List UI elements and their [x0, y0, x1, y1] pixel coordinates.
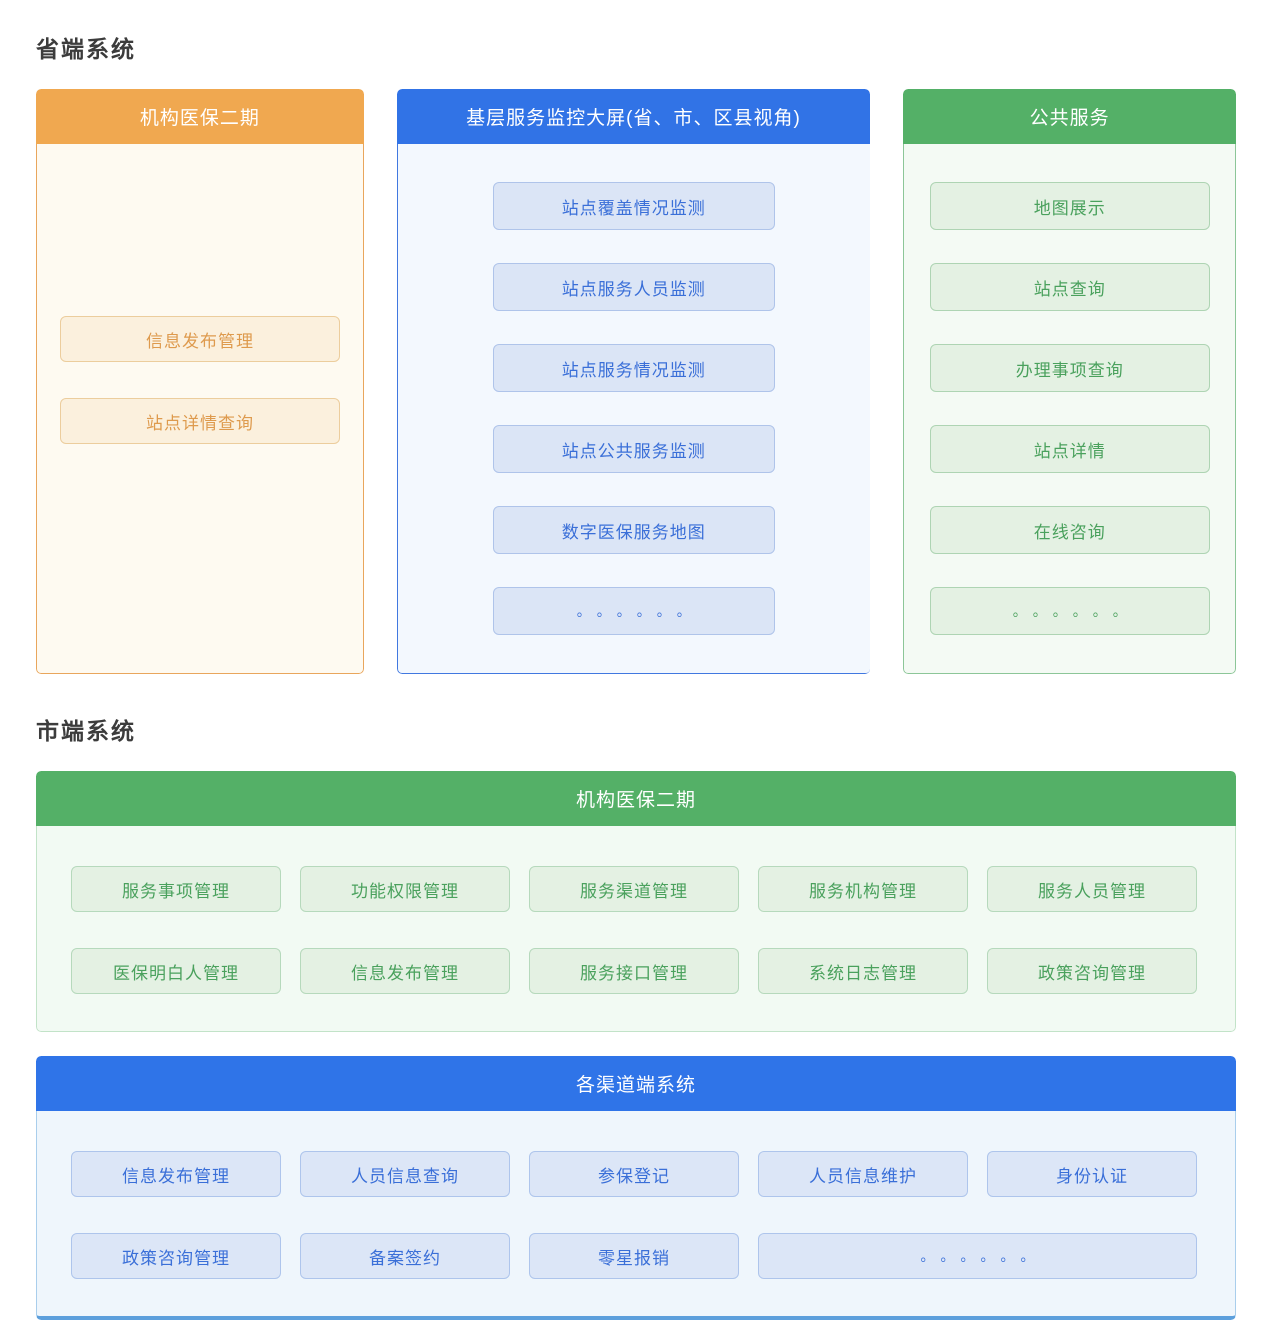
grassroots-monitor-screen-title: 基层服务监控大屏(省、市、区县视角): [396, 89, 871, 144]
sporadic-reimburse-button[interactable]: 零星报销: [529, 1233, 739, 1279]
site-query-button[interactable]: 站点查询: [929, 263, 1210, 311]
city-org-medicare-title: 机构医保二期: [36, 771, 1236, 826]
map-display-button[interactable]: 地图展示: [929, 182, 1210, 230]
site-coverage-monitor-button[interactable]: 站点覆盖情况监测: [492, 182, 775, 230]
channel-systems-panel: 各渠道端系统 信息发布管理 人员信息查询 参保登记 人员信息维护 身份认证 政策…: [36, 1056, 1236, 1320]
service-channel-mgmt-button[interactable]: 服务渠道管理: [529, 866, 739, 912]
personnel-info-query-button[interactable]: 人员信息查询: [300, 1151, 510, 1197]
online-consult-button[interactable]: 在线咨询: [929, 506, 1210, 554]
province-panels-row: 机构医保二期 信息发布管理 站点详情查询 基层服务监控大屏(省、市、区县视角) …: [36, 89, 1236, 674]
province-section-heading: 省端系统: [36, 36, 136, 62]
identity-auth-button[interactable]: 身份认证: [987, 1151, 1197, 1197]
site-staff-monitor-button[interactable]: 站点服务人员监测: [492, 263, 775, 311]
filing-sign-button[interactable]: 备案签约: [300, 1233, 510, 1279]
grassroots-monitor-screen-body: 站点覆盖情况监测 站点服务人员监测 站点服务情况监测 站点公共服务监测 数字医保…: [396, 144, 871, 674]
policy-consult-mgmt-button[interactable]: 政策咨询管理: [71, 1233, 281, 1279]
system-log-mgmt-button[interactable]: 系统日志管理: [758, 948, 968, 994]
site-detail-button[interactable]: 站点详情: [929, 425, 1210, 473]
service-org-mgmt-button[interactable]: 服务机构管理: [758, 866, 968, 912]
more-ellipsis-button[interactable]: 。。。。。。: [758, 1233, 1197, 1279]
city-section-heading: 市端系统: [36, 718, 136, 744]
province-org-medicare-title: 机构医保二期: [36, 89, 364, 144]
medicare-expert-mgmt-button[interactable]: 医保明白人管理: [71, 948, 281, 994]
public-service-body: 地图展示 站点查询 办理事项查询 站点详情 在线咨询 。。。。。。: [903, 144, 1236, 674]
service-api-mgmt-button[interactable]: 服务接口管理: [529, 948, 739, 994]
service-item-query-button[interactable]: 办理事项查询: [929, 344, 1210, 392]
province-org-medicare-body: 信息发布管理 站点详情查询: [36, 144, 364, 674]
digital-medicare-service-map-button[interactable]: 数字医保服务地图: [492, 506, 775, 554]
province-org-medicare-panel: 机构医保二期 信息发布管理 站点详情查询: [36, 89, 364, 674]
channel-row-2: 政策咨询管理 备案签约 零星报销 。。。。。。: [71, 1233, 1201, 1279]
function-permission-mgmt-button[interactable]: 功能权限管理: [300, 866, 510, 912]
city-org-row-1: 服务事项管理 功能权限管理 服务渠道管理 服务机构管理 服务人员管理: [71, 866, 1201, 912]
policy-consult-mgmt-button[interactable]: 政策咨询管理: [987, 948, 1197, 994]
channel-systems-title: 各渠道端系统: [36, 1056, 1236, 1111]
info-publish-mgmt-button[interactable]: 信息发布管理: [300, 948, 510, 994]
info-publish-mgmt-button[interactable]: 信息发布管理: [71, 1151, 281, 1197]
channel-row-1: 信息发布管理 人员信息查询 参保登记 人员信息维护 身份认证: [71, 1151, 1201, 1197]
site-detail-query-button[interactable]: 站点详情查询: [60, 398, 340, 444]
channel-systems-body: 信息发布管理 人员信息查询 参保登记 人员信息维护 身份认证 政策咨询管理 备案…: [36, 1111, 1236, 1320]
personnel-info-maintain-button[interactable]: 人员信息维护: [758, 1151, 968, 1197]
service-staff-mgmt-button[interactable]: 服务人员管理: [987, 866, 1197, 912]
site-service-monitor-button[interactable]: 站点服务情况监测: [492, 344, 775, 392]
insurance-register-button[interactable]: 参保登记: [529, 1151, 739, 1197]
public-service-title: 公共服务: [903, 89, 1236, 144]
grassroots-monitor-screen-panel: 基层服务监控大屏(省、市、区县视角) 站点覆盖情况监测 站点服务人员监测 站点服…: [396, 89, 871, 674]
city-org-medicare-panel: 机构医保二期 服务事项管理 功能权限管理 服务渠道管理 服务机构管理 服务人员管…: [36, 771, 1236, 1032]
more-ellipsis-button[interactable]: 。。。。。。: [929, 587, 1210, 635]
city-org-row-2: 医保明白人管理 信息发布管理 服务接口管理 系统日志管理 政策咨询管理: [71, 948, 1201, 994]
service-item-mgmt-button[interactable]: 服务事项管理: [71, 866, 281, 912]
site-public-service-monitor-button[interactable]: 站点公共服务监测: [492, 425, 775, 473]
more-ellipsis-button[interactable]: 。。。。。。: [492, 587, 775, 635]
info-publish-management-button[interactable]: 信息发布管理: [60, 316, 340, 362]
public-service-panel: 公共服务 地图展示 站点查询 办理事项查询 站点详情 在线咨询 。。。。。。: [903, 89, 1236, 674]
city-org-medicare-body: 服务事项管理 功能权限管理 服务渠道管理 服务机构管理 服务人员管理 医保明白人…: [36, 826, 1236, 1032]
